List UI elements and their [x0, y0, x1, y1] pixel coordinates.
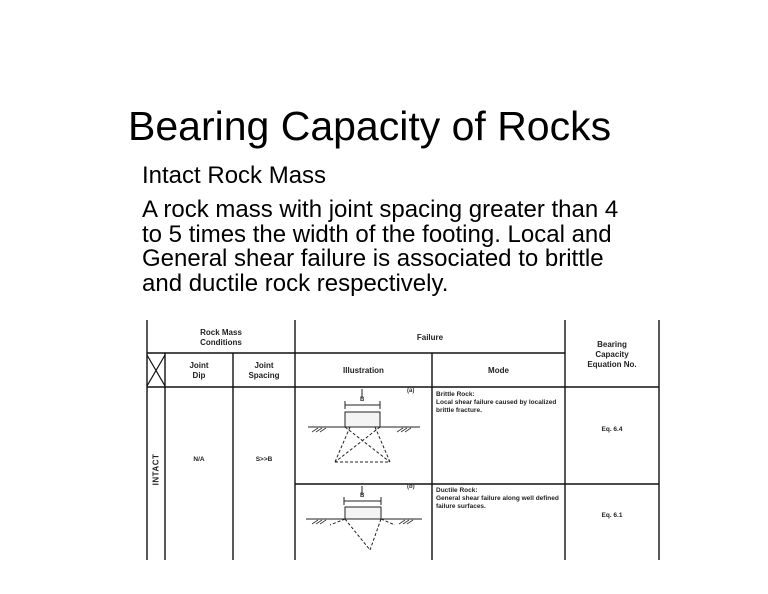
ductile-failure-illustration — [306, 486, 422, 551]
header-bearing-capacity: Bearing Capacity Equation No. — [587, 339, 637, 369]
slide-paragraph: A rock mass with joint spacing greater t… — [142, 196, 619, 297]
equation-number: Eq. 6.1 — [601, 512, 623, 519]
row-group-intact: INTACT — [151, 453, 161, 486]
header-rock-mass-conditions: Rock Mass Conditions — [200, 327, 242, 347]
row-tag: (b) — [407, 484, 415, 490]
joint-spacing-value: S>>B — [255, 456, 273, 463]
x-mark-icon — [146, 354, 166, 387]
footing-width-label: B — [360, 493, 365, 499]
header-joint-spacing: Joint Spacing — [248, 360, 280, 380]
mode-title: Brittle Rock: — [436, 391, 475, 398]
mode-title: Ductile Rock: — [436, 487, 478, 494]
row-tag: (a) — [407, 388, 415, 394]
joint-dip-value: N/A — [193, 456, 205, 463]
slide-subtitle: Intact Rock Mass — [142, 162, 327, 189]
mode-description: General shear failure along well defined… — [436, 495, 559, 510]
equation-number: Eq. 6.4 — [601, 426, 623, 433]
header-illustration: Illustration — [343, 365, 384, 375]
header-failure: Failure — [416, 332, 444, 342]
header-joint-dip: Joint Dip — [189, 360, 209, 380]
slide-title: Bearing Capacity of Rocks — [128, 103, 612, 149]
brittle-failure-illustration — [308, 389, 420, 463]
header-mode: Mode — [488, 365, 509, 375]
mode-description: Local shear failure caused by localized … — [436, 399, 557, 414]
footing-width-label: B — [360, 397, 365, 403]
